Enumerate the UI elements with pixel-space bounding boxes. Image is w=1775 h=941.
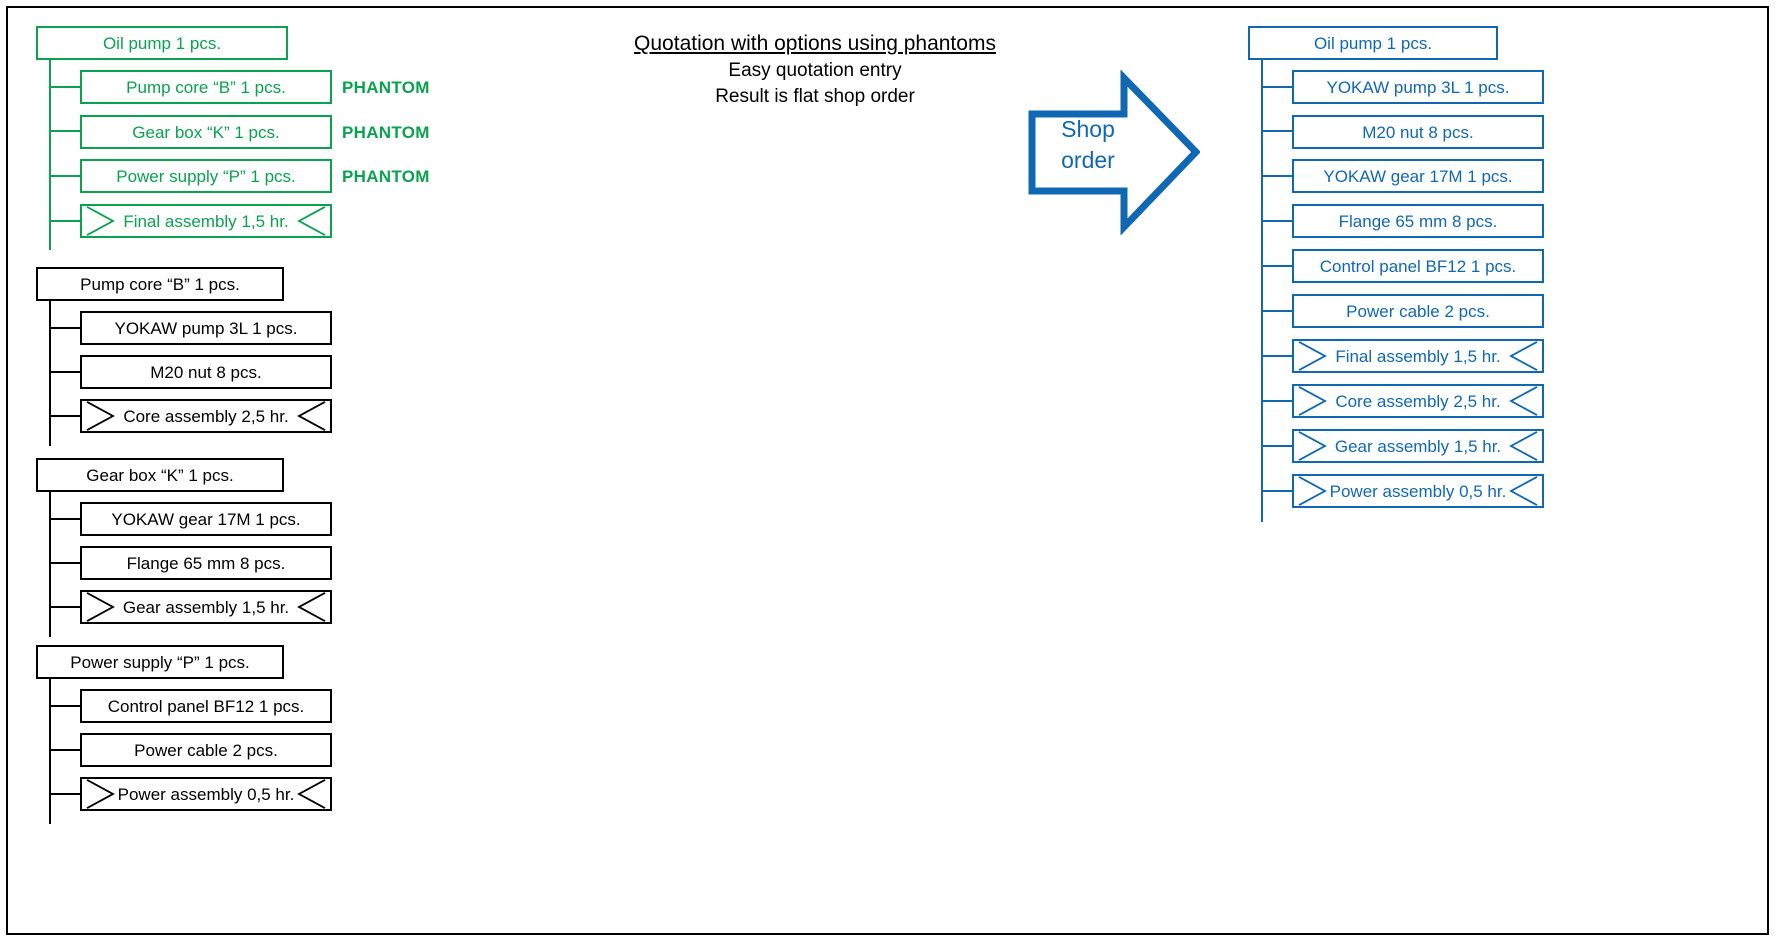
node-yokaw-gear-17m[interactable]: YOKAW gear 17M 1 pcs.	[80, 502, 332, 536]
node-control-panel-bf12[interactable]: Control panel BF12 1 pcs.	[80, 689, 332, 723]
node-oil-pump-shop-order[interactable]: Oil pump 1 pcs.	[1248, 26, 1498, 60]
heading-subtitle-2: Result is flat shop order	[715, 86, 915, 107]
node-power-supply-p-phantom[interactable]: Power supply “P” 1 pcs.	[80, 159, 332, 193]
node-oil-pump-quotation[interactable]: Oil pump 1 pcs.	[36, 26, 288, 60]
tree-rail-vertical	[1261, 58, 1263, 522]
node-m20-nut[interactable]: M20 nut 8 pcs.	[80, 355, 332, 389]
tree-rail-h-6	[1261, 310, 1294, 312]
node-gear-assembly[interactable]: Gear assembly 1,5 hr.	[80, 590, 332, 624]
node-power-assembly[interactable]: Power assembly 0,5 hr.	[80, 777, 332, 811]
node-so-m20-nut[interactable]: M20 nut 8 pcs.	[1292, 115, 1544, 149]
node-power-supply-p-parent[interactable]: Power supply “P” 1 pcs.	[36, 645, 284, 679]
chevron-right-icon	[85, 206, 115, 236]
node-pump-core-b-phantom[interactable]: Pump core “B” 1 pcs.	[80, 70, 332, 104]
diagram-heading: Quotation with options using phantoms Ea…	[560, 30, 1070, 110]
chevron-left-icon	[1509, 386, 1539, 416]
tree-rail-h-3	[49, 415, 82, 417]
tree-rail-h-2	[49, 749, 82, 751]
node-gear-box-k-phantom[interactable]: Gear box “K” 1 pcs.	[80, 115, 332, 149]
tree-rail-h-3	[49, 175, 82, 177]
tree-rail-h-2	[49, 130, 82, 132]
tree-rail-h-4	[49, 220, 82, 222]
node-so-power-cable[interactable]: Power cable 2 pcs.	[1292, 294, 1544, 328]
chevron-left-icon	[297, 779, 327, 809]
chevron-right-icon	[85, 592, 115, 622]
chevron-right-icon	[1297, 341, 1327, 371]
tree-rail-h-1	[49, 327, 82, 329]
node-gear-box-k-parent[interactable]: Gear box “K” 1 pcs.	[36, 458, 284, 492]
shop-order-arrow-line2: order	[1061, 147, 1115, 173]
node-power-cable[interactable]: Power cable 2 pcs.	[80, 733, 332, 767]
chevron-right-icon	[1297, 431, 1327, 461]
shop-order-arrow-text: Shop order	[1042, 114, 1134, 176]
heading-title: Quotation with options using phantoms	[634, 32, 996, 55]
tree-rail-h-4	[1261, 220, 1294, 222]
tree-rail-h-9	[1261, 445, 1294, 447]
bom-tree-pump-core: Pump core “B” 1 pcs. YOKAW pump 3L 1 pcs…	[36, 267, 516, 446]
node-so-power-assembly[interactable]: Power assembly 0,5 hr.	[1292, 474, 1544, 508]
tree-rail-h-3	[49, 606, 82, 608]
node-so-control-panel-bf12[interactable]: Control panel BF12 1 pcs.	[1292, 249, 1544, 283]
tree-rail-h-7	[1261, 355, 1294, 357]
chevron-left-icon	[297, 401, 327, 431]
shop-order-arrow: Shop order	[1028, 70, 1200, 235]
node-final-assembly-quotation[interactable]: Final assembly 1,5 hr.	[80, 204, 332, 238]
tree-rail-h-2	[49, 371, 82, 373]
bom-tree-quotation: Oil pump 1 pcs. Pump core “B” 1 pcs. Gea…	[36, 26, 516, 250]
tree-rail-h-3	[1261, 175, 1294, 177]
bom-tree-shop-order: Oil pump 1 pcs. YOKAW pump 3L 1 pcs. M20…	[1248, 26, 1548, 522]
tree-rail-vertical	[49, 58, 51, 250]
chevron-right-icon	[85, 401, 115, 431]
heading-subtitle-1: Easy quotation entry	[728, 60, 902, 81]
tree-rail-h-2	[49, 562, 82, 564]
chevron-left-icon	[1509, 341, 1539, 371]
node-so-core-assembly[interactable]: Core assembly 2,5 hr.	[1292, 384, 1544, 418]
tree-rail-h-5	[1261, 265, 1294, 267]
chevron-left-icon	[297, 592, 327, 622]
tree-rail-h-2	[1261, 130, 1294, 132]
phantom-tag-power-supply: PHANTOM	[342, 167, 430, 186]
node-core-assembly[interactable]: Core assembly 2,5 hr.	[80, 399, 332, 433]
chevron-left-icon	[1509, 476, 1539, 506]
node-flange-65mm[interactable]: Flange 65 mm 8 pcs.	[80, 546, 332, 580]
phantom-tag-pump-core: PHANTOM	[342, 78, 430, 97]
node-so-flange-65mm[interactable]: Flange 65 mm 8 pcs.	[1292, 204, 1544, 238]
chevron-right-icon	[85, 779, 115, 809]
tree-rail-h-8	[1261, 400, 1294, 402]
page-border	[6, 6, 1769, 935]
chevron-left-icon	[297, 206, 327, 236]
tree-rail-h-1	[1261, 86, 1294, 88]
phantom-tag-gear-box: PHANTOM	[342, 123, 430, 142]
chevron-right-icon	[1297, 476, 1327, 506]
node-so-gear-assembly[interactable]: Gear assembly 1,5 hr.	[1292, 429, 1544, 463]
bom-tree-power-supply: Power supply “P” 1 pcs. Control panel BF…	[36, 645, 516, 824]
tree-rail-h-10	[1261, 490, 1294, 492]
chevron-left-icon	[1509, 431, 1539, 461]
node-so-final-assembly[interactable]: Final assembly 1,5 hr.	[1292, 339, 1544, 373]
tree-rail-h-1	[49, 518, 82, 520]
chevron-right-icon	[1297, 386, 1327, 416]
tree-rail-h-1	[49, 705, 82, 707]
node-yokaw-pump-3l[interactable]: YOKAW pump 3L 1 pcs.	[80, 311, 332, 345]
shop-order-arrow-icon	[1028, 70, 1200, 235]
node-so-yokaw-pump-3l[interactable]: YOKAW pump 3L 1 pcs.	[1292, 70, 1544, 104]
tree-rail-h-3	[49, 793, 82, 795]
node-pump-core-b-parent[interactable]: Pump core “B” 1 pcs.	[36, 267, 284, 301]
tree-rail-h-1	[49, 86, 82, 88]
bom-tree-gear-box: Gear box “K” 1 pcs. YOKAW gear 17M 1 pcs…	[36, 458, 516, 637]
node-so-yokaw-gear-17m[interactable]: YOKAW gear 17M 1 pcs.	[1292, 159, 1544, 193]
shop-order-arrow-line1: Shop	[1061, 116, 1115, 142]
